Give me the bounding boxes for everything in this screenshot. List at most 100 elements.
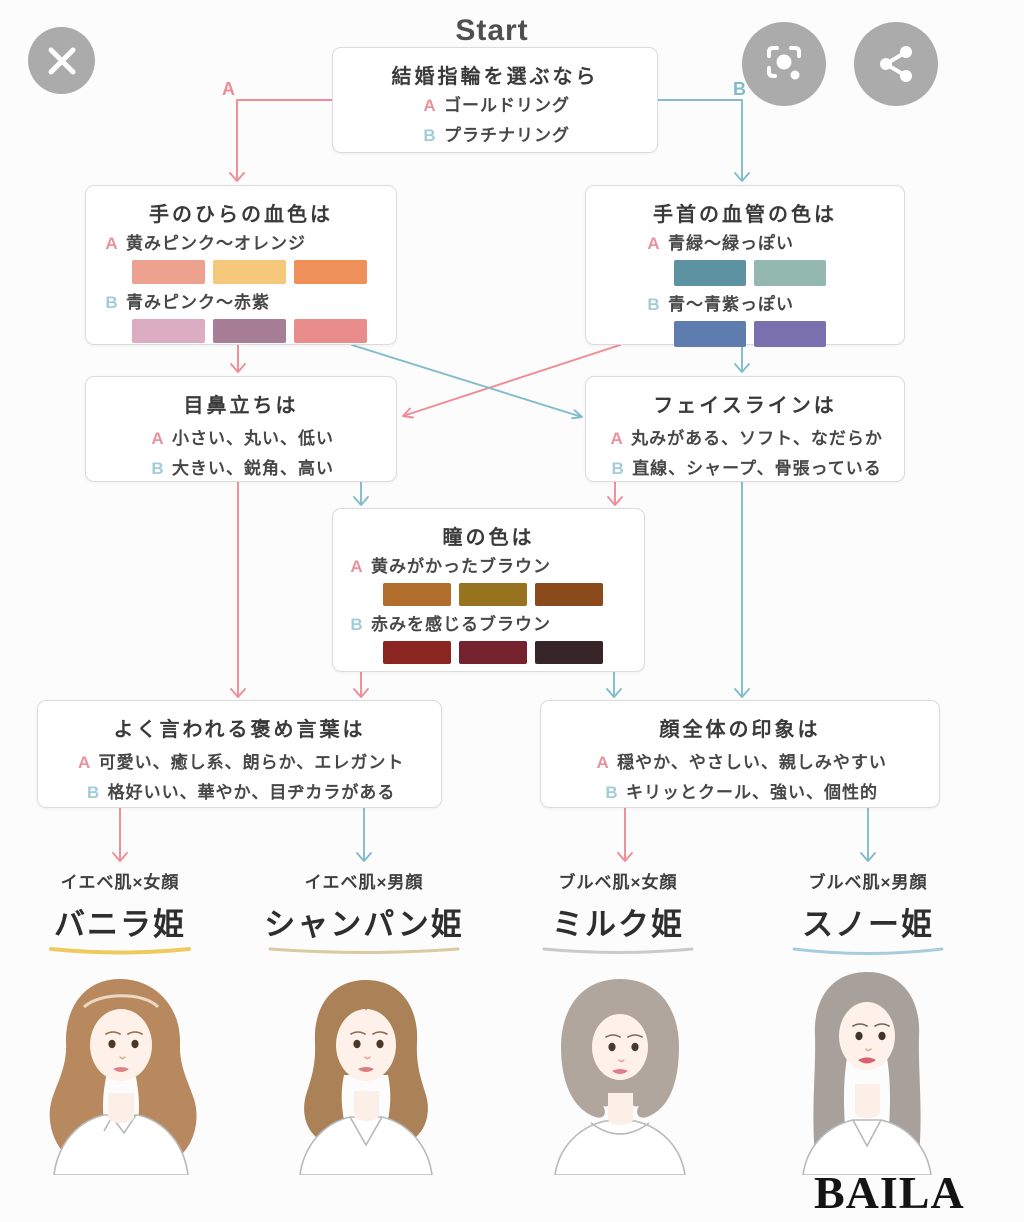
question-title: 手首の血管の色は [653, 204, 837, 226]
option-a-text: 小さい、丸い、低い [172, 429, 334, 448]
close-button[interactable] [28, 27, 95, 94]
color-swatch [383, 583, 451, 606]
eye-swatches-b [383, 641, 644, 664]
result-subtitle: イエベ肌×男顔 [304, 873, 424, 892]
result-subtitle: ブルベ肌×男顔 [808, 873, 928, 892]
result-underline [49, 947, 191, 955]
option-b-letter: B [423, 126, 437, 145]
option-a-text: 黄みがかったブラウン [371, 557, 551, 576]
color-swatch [383, 641, 451, 664]
portrait-snow [765, 960, 970, 1180]
option-b-text: 大きい、鋭角、高い [172, 459, 334, 478]
wrist-swatches-a [674, 260, 904, 286]
option-a-letter: A [151, 429, 165, 448]
option-b-text: 青みピンク～赤紫 [126, 293, 270, 312]
question-box-impression: 顔全体の印象は A 穏やか、やさしい、親しみやすい B キリッとクール、強い、個性的 [540, 700, 940, 808]
question-box-palm-color: 手のひらの血色は A 黄みピンク～オレンジ B 青みピンク～赤紫 [85, 185, 397, 345]
option-a-letter: A [105, 234, 119, 253]
result-name: スノー姫 [802, 907, 934, 942]
option-b-letter: B [647, 295, 661, 314]
baila-logo: BAILA [814, 1167, 965, 1218]
lens-search-button[interactable] [742, 22, 826, 106]
option-b-text: 青～青紫っぽい [668, 295, 794, 314]
option-b-text: キリッとクール、強い、個性的 [626, 783, 878, 802]
result-vanilla: イエベ肌×女顔 バニラ姫 [0, 868, 240, 956]
question-box-wrist-veins: 手首の血管の色は A 青緑～緑っぽい B 青～青紫っぽい [585, 185, 905, 347]
branch-a-letter: A [222, 79, 235, 99]
option-b-letter: B [87, 783, 101, 802]
result-name: バニラ姫 [54, 907, 186, 942]
start-label: Start [455, 14, 529, 47]
color-swatch [294, 319, 367, 343]
option-a-letter: A [647, 234, 661, 253]
result-underline [792, 947, 944, 955]
palm-swatches-a [132, 260, 396, 284]
share-button[interactable] [854, 22, 938, 106]
option-b-letter: B [605, 783, 619, 802]
result-snow: ブルベ肌×男顔 スノー姫 [748, 868, 988, 958]
option-b-text: プラチナリング [444, 126, 570, 145]
color-swatch [754, 321, 826, 347]
option-a-letter: A [350, 557, 364, 576]
result-subtitle: イエベ肌×女顔 [60, 873, 180, 892]
option-b-letter: B [151, 459, 165, 478]
option-a-letter: A [610, 429, 624, 448]
question-title: よく言われる褒め言葉は [113, 719, 366, 741]
option-b-text: 直線、シャープ、骨張っている [632, 459, 882, 478]
portrait-vanilla [8, 965, 233, 1180]
color-swatch [535, 641, 603, 664]
flow-connectors: A B [112, 79, 876, 862]
option-b-letter: B [611, 459, 625, 478]
result-name: ミルク姫 [552, 907, 684, 942]
color-swatch [132, 319, 205, 343]
lens-icon [767, 46, 801, 80]
question-title: 瞳の色は [442, 527, 535, 549]
option-a-letter: A [423, 96, 437, 115]
palm-swatches-b [132, 319, 396, 343]
question-box-facial-features: 目鼻立ちは A 小さい、丸い、低い B 大きい、鋭角、高い [85, 376, 397, 482]
color-swatch [535, 583, 603, 606]
question-title: 結婚指輪を選ぶなら [391, 66, 599, 88]
question-title: 手のひらの血色は [149, 204, 333, 226]
share-icon [880, 46, 912, 82]
color-swatch [459, 641, 527, 664]
color-swatch [754, 260, 826, 286]
option-a-letter: A [596, 753, 610, 772]
color-swatch [674, 260, 746, 286]
question-title: フェイスラインは [653, 395, 837, 417]
color-swatch [132, 260, 205, 284]
wrist-swatches-b [674, 321, 904, 347]
option-a-text: 青緑～緑っぽい [668, 234, 794, 253]
result-subtitle: ブルベ肌×女顔 [558, 873, 678, 892]
option-a-text: 穏やか、やさしい、親しみやすい [617, 753, 887, 772]
color-swatch [213, 319, 286, 343]
color-swatch [459, 583, 527, 606]
eye-swatches-a [383, 583, 644, 606]
option-b-letter: B [105, 293, 119, 312]
question-title: 顔全体の印象は [659, 719, 821, 741]
option-b-text: 赤みを感じるブラウン [371, 615, 551, 634]
branch-b-connectors: B [351, 79, 876, 862]
question-title: 目鼻立ちは [183, 395, 299, 417]
portrait-milk [515, 965, 725, 1180]
color-swatch [674, 321, 746, 347]
portrait-champagne [258, 965, 473, 1180]
option-a-text: 可愛い、癒し系、朗らか、エレガント [98, 753, 405, 772]
option-a-text: 丸みがある、ソフト、なだらか [631, 429, 883, 448]
color-swatch [213, 260, 286, 284]
question-box-faceline: フェイスラインは A 丸みがある、ソフト、なだらか B 直線、シャープ、骨張っている [585, 376, 905, 482]
result-name: シャンパン姫 [264, 907, 464, 942]
option-a-letter: A [78, 753, 92, 772]
result-champagne: イエベ肌×男顔 シャンパン姫 [244, 868, 484, 956]
branch-b-letter: B [733, 79, 746, 99]
option-a-text: ゴールドリング [444, 96, 570, 115]
color-swatch [294, 260, 367, 284]
result-underline [268, 947, 460, 954]
result-underline [542, 947, 694, 954]
option-a-text: 黄みピンク～オレンジ [126, 234, 306, 253]
close-icon [48, 47, 75, 74]
question-box-wedding-ring: 結婚指輪を選ぶなら A ゴールドリング B プラチナリング [332, 47, 658, 153]
